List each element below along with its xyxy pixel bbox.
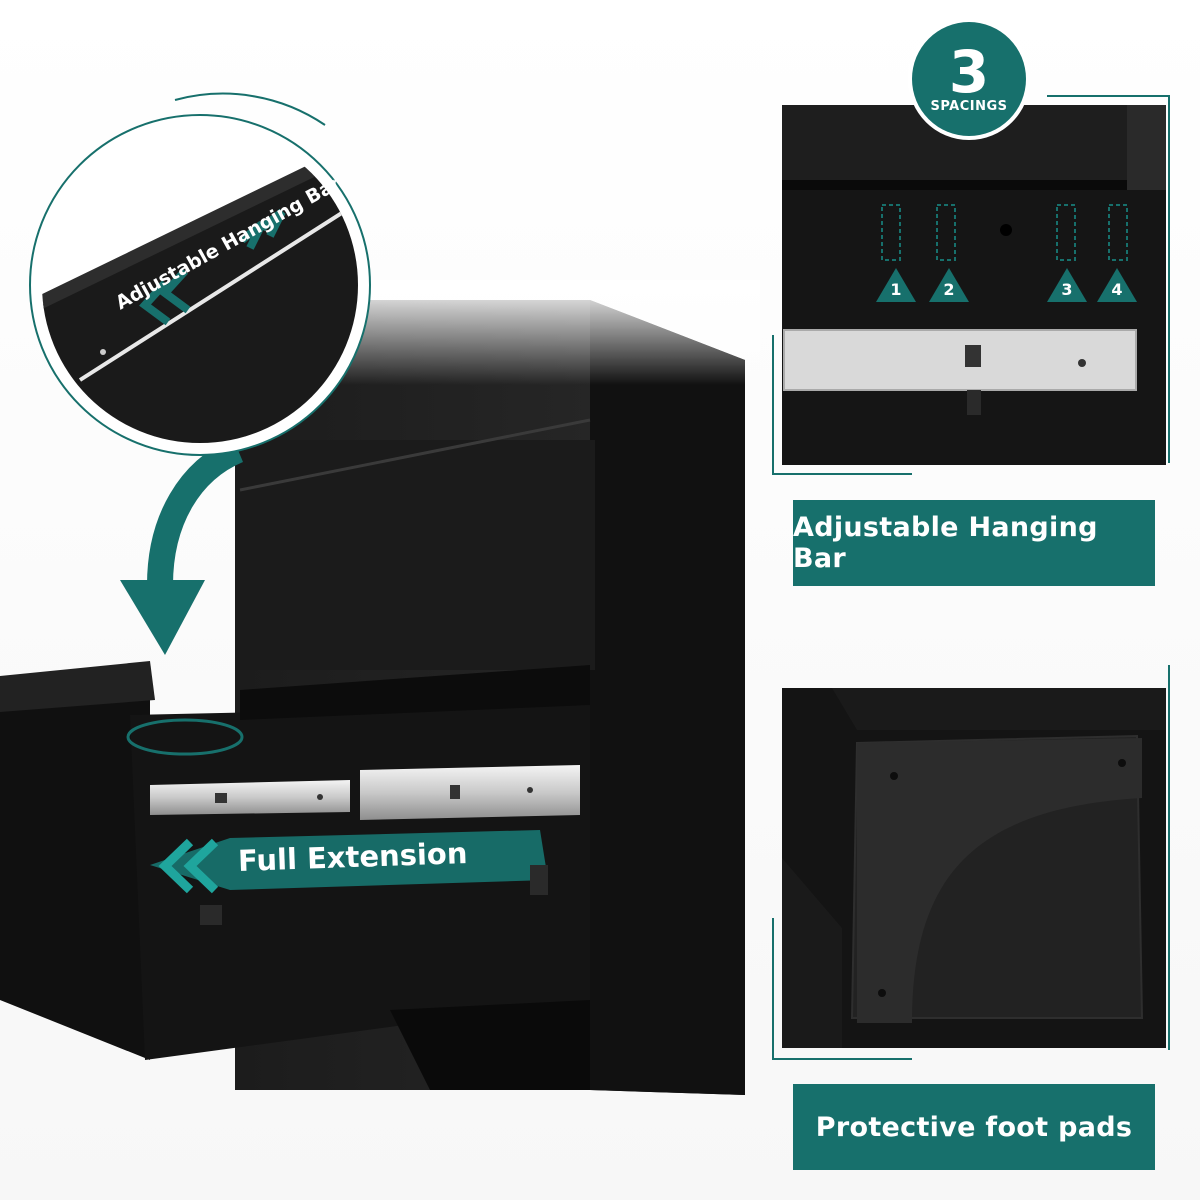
spacing-marker-3: 3: [1047, 268, 1087, 302]
hanging-bar-photo: [782, 105, 1166, 465]
frame-line: [1168, 95, 1170, 463]
spacing-marker-2: 2: [929, 268, 969, 302]
foot-pad-photo: [782, 688, 1166, 1048]
frame-line: [1168, 665, 1170, 1050]
frame-line: [772, 1058, 912, 1060]
spacings-badge: 3 SPACINGS: [912, 22, 1026, 136]
drawer-front: [0, 665, 150, 1060]
frame-line: [772, 473, 912, 475]
spacing-marker-1: 1: [876, 268, 916, 302]
frame-line: [1047, 95, 1170, 97]
hanging-bar-highlight: [126, 718, 244, 756]
foot-pads-feature-label: Protective foot pads: [793, 1084, 1155, 1170]
frame-line: [772, 335, 774, 475]
spacings-count: 3: [948, 37, 990, 106]
slide-rail-inner: [150, 780, 350, 815]
filing-cabinet-illustration: [0, 92, 760, 1095]
slide-rail-outer: [360, 765, 580, 820]
frame-line: [772, 918, 774, 1060]
spacing-marker-4: 4: [1097, 268, 1137, 302]
pointer-arrow: [120, 580, 205, 655]
spacings-label: SPACINGS: [930, 98, 1008, 114]
hanging-bar-feature-label: Adjustable Hanging Bar: [793, 500, 1155, 586]
